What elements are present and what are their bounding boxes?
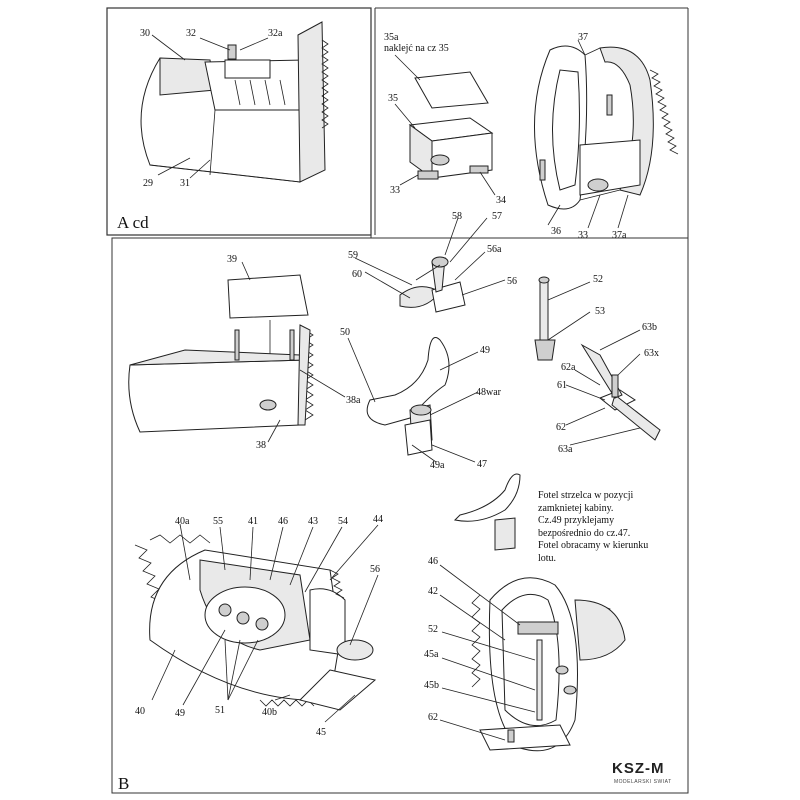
label-46-b: 46 [428, 556, 438, 567]
label-53: 53 [595, 306, 605, 317]
part-49-seat [366, 337, 450, 456]
label-61: 61 [557, 380, 567, 391]
label-62: 62 [556, 422, 566, 433]
label-56a: 56a [487, 244, 502, 255]
panel-b-title: B [118, 774, 129, 793]
label-45a: 45a [424, 649, 439, 660]
label-58: 58 [452, 211, 462, 222]
label-44: 44 [373, 514, 383, 525]
label-46: 46 [278, 516, 288, 527]
panel-b-frame [111, 237, 689, 794]
label-63a: 63a [558, 444, 573, 455]
label-51: 51 [215, 705, 225, 716]
label-63x: 63x [644, 348, 659, 359]
label-32a: 32a [268, 28, 283, 39]
part-56-assembly [399, 256, 466, 313]
part-36-frame [534, 45, 679, 210]
label-31: 31 [180, 178, 190, 189]
assembly-note: Fotel strzelca w pozycji zamknietej kabi… [538, 490, 688, 566]
label-49: 49 [480, 345, 490, 356]
label-37a: 37a [612, 230, 627, 241]
label-37: 37 [578, 32, 588, 43]
label-36: 36 [551, 226, 561, 237]
label-56: 56 [507, 276, 517, 287]
label-32: 32 [186, 28, 196, 39]
part-35a-sticker [414, 71, 489, 109]
label-41: 41 [248, 516, 258, 527]
note-line: Fotel obracamy w kierunku [538, 540, 649, 552]
label-39: 39 [227, 254, 237, 265]
label-62-b: 62 [428, 712, 438, 723]
label-35a-note: naklejć na cz 35 [384, 43, 449, 54]
label-45b: 45b [424, 680, 439, 691]
label-45: 45 [316, 727, 326, 738]
label-60: 60 [352, 269, 362, 280]
logo-tagline: MODELARSKI SWIAT [614, 779, 672, 785]
label-33: 33 [390, 185, 400, 196]
label-29: 29 [143, 178, 153, 189]
label-40: 40 [135, 706, 145, 717]
label-59: 59 [348, 250, 358, 261]
label-49a: 49a [430, 460, 445, 471]
note-line: lotu. [538, 552, 557, 564]
note-line: Cz.49 przyklejamy [538, 515, 615, 527]
label-35: 35 [388, 93, 398, 104]
label-48war: 48war [476, 387, 502, 398]
part-52-post [534, 276, 556, 361]
label-40b: 40b [262, 707, 277, 718]
logo-brand: KSZ-M [612, 760, 665, 777]
fuselage-section-a [140, 21, 329, 183]
label-50: 50 [340, 327, 350, 338]
label-42: 42 [428, 586, 438, 597]
panel-a-title: A cd [117, 213, 149, 232]
fuselage-assembly-b2 [471, 577, 626, 752]
part-48-seat-sketch [453, 473, 521, 551]
part-35-box [408, 117, 494, 180]
fuselage-assembly-b1 [134, 534, 377, 711]
label-54: 54 [338, 516, 348, 527]
label-52-b: 52 [428, 624, 438, 635]
label-63b: 63b [642, 322, 657, 333]
part-38-fuselage [128, 324, 314, 433]
label-47: 47 [477, 459, 487, 470]
leader-lines [151, 34, 641, 741]
label-38a: 38a [346, 395, 361, 406]
part-39-panel [227, 274, 309, 355]
label-62a: 62a [561, 362, 576, 373]
part-62-bracket [580, 343, 661, 441]
label-35a: 35a [384, 32, 399, 43]
label-33-frame: 33 [578, 230, 588, 241]
label-52: 52 [593, 274, 603, 285]
label-38: 38 [256, 440, 266, 451]
label-34: 34 [496, 195, 506, 206]
ksz-m-logo: KSZ-M MODELARSKI SWIAT [612, 760, 672, 785]
note-line: Fotel strzelca w pozycji [538, 490, 634, 501]
label-55: 55 [213, 516, 223, 527]
label-56-b: 56 [370, 564, 380, 575]
note-line: bezpośrednio do cz.47. [538, 527, 631, 539]
label-49-b: 49 [175, 708, 185, 719]
note-line: zamknietej kabiny. [538, 502, 614, 514]
label-40a: 40a [175, 516, 190, 527]
label-57: 57 [492, 211, 502, 222]
label-30: 30 [140, 28, 150, 39]
label-43: 43 [308, 516, 318, 527]
